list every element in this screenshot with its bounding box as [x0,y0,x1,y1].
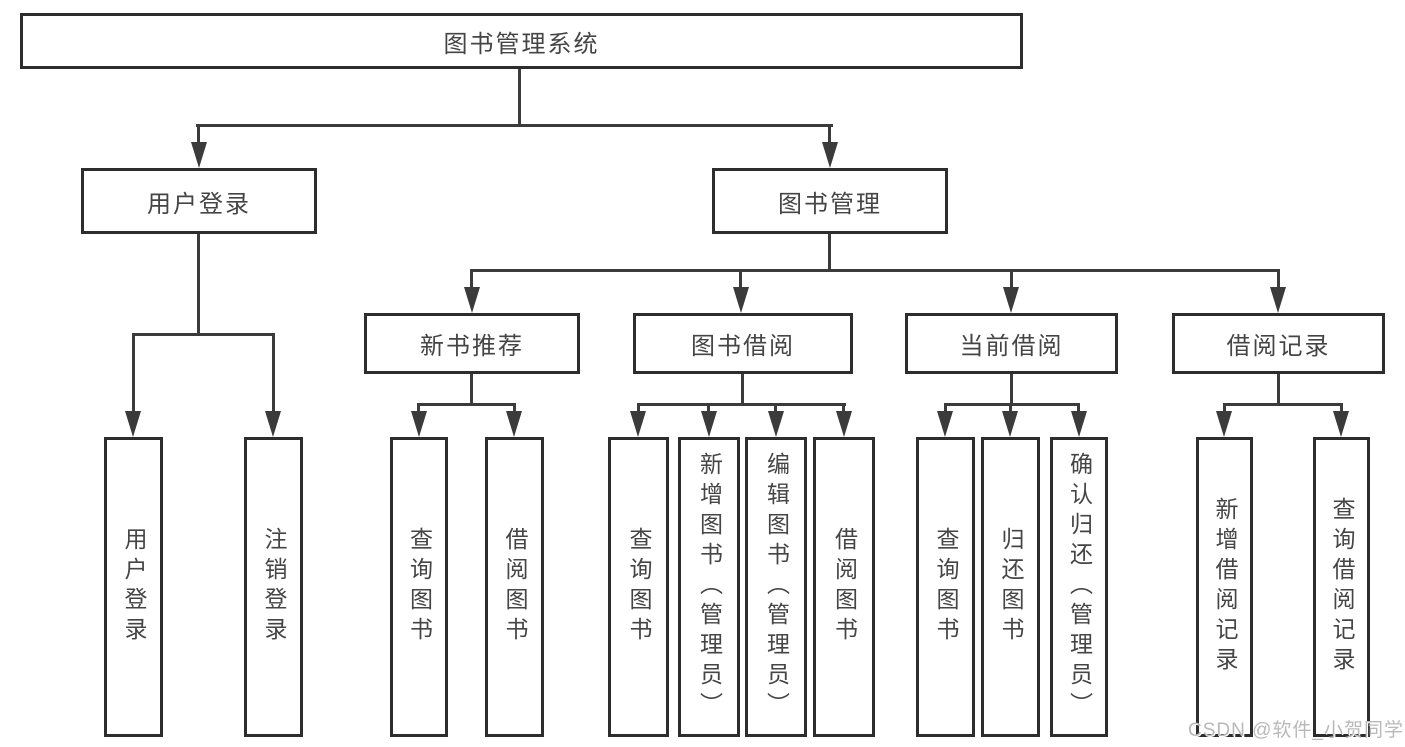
leaf-query-borrow-record: 查询借阅记录 [1313,437,1370,737]
node-book-management: 图书管理 [712,168,948,234]
connector-user-login-drop [197,126,200,144]
arrowhead-add-book [701,411,717,437]
leaf-label: 查询图书 [933,527,959,647]
node-label: 借阅记录 [1226,333,1331,360]
leaf-add-borrow-record: 新增借阅记录 [1196,437,1253,737]
arrowhead-confirm-return [1071,411,1087,437]
node-label: 新书推荐 [420,333,524,360]
connector-book-borrowing-drop [739,272,742,288]
leaf-query-books-3: 查询图书 [916,437,975,737]
connector-drop [944,405,947,413]
arrowhead-user-login [191,142,207,168]
arrowhead-current-borrowing [1003,287,1019,313]
connector-drop [417,405,420,413]
leaf-label: 查询图书 [406,527,433,647]
leaf-label: 借阅图书 [502,527,528,647]
arrowhead-query-books-1 [411,411,427,437]
leaf-label: 归还图书 [998,527,1024,647]
leaf-label: 编辑图书（管理员） [763,452,790,722]
connector-new-book-stem [470,374,473,405]
connector-user-login-bar [132,333,275,336]
node-current-borrowing: 当前借阅 [905,313,1118,374]
node-book-borrowing: 图书借阅 [633,313,853,374]
arrowhead-borrowing-records [1270,287,1286,313]
leaf-label: 用户登录 [121,527,147,647]
arrowhead-book-borrowing [733,287,749,313]
node-label: 用户登录 [147,190,251,218]
connector-current-borrowing-drop [1010,272,1013,288]
connector-level3-bar [470,269,1280,272]
arrowhead-query-books-2 [630,411,646,437]
connector-user-login-stem [197,234,200,334]
leaf-label: 查询图书 [626,527,652,647]
connector-drop [637,405,640,413]
node-user-login: 用户登录 [81,168,317,234]
leaf-edit-book-admin: 编辑图书（管理员） [745,437,807,737]
leaf-add-book-admin: 新增图书（管理员） [678,437,740,737]
leaf-user-login: 用户登录 [104,437,163,737]
leaf-label: 注销登录 [261,527,287,647]
arrowhead-leaf-logout [265,411,281,437]
connector-borrowing-records-stem [1277,374,1280,405]
connector-drop [707,405,710,413]
connector-drop [513,405,516,413]
leaf-label: 新增借阅记录 [1212,497,1238,677]
connector-current-borrowing-bar [944,403,1080,406]
arrowhead-borrow-books-2 [836,411,852,437]
leaf-confirm-return-admin: 确认归还（管理员） [1050,437,1108,737]
connector-root-stem [518,69,521,126]
arrowhead-book-management [822,142,838,168]
leaf-logout: 注销登录 [244,437,303,737]
arrowhead-return-books [1002,411,1018,437]
connector-leaf-logout-drop [272,336,275,412]
leaf-label: 确认归还（管理员） [1066,452,1093,722]
arrowhead-new-book-recommend [464,287,480,313]
connector-book-management-drop [828,126,831,144]
leaf-query-books-2: 查询图书 [608,437,669,737]
connector-drop [774,405,777,413]
connector-current-borrowing-stem [1010,374,1013,405]
connector-leaf-user-login-drop [132,336,135,412]
leaf-label: 借阅图书 [831,527,858,647]
node-new-book-recommend: 新书推荐 [364,313,580,374]
arrowhead-leaf-user-login [125,411,141,437]
leaf-borrow-books-2: 借阅图书 [813,437,875,737]
connector-new-book-bar [417,403,516,406]
connector-book-borrowing-stem [741,374,744,405]
connector-drop [1223,405,1226,413]
connector-drop [1009,405,1012,413]
leaf-label: 新增图书（管理员） [696,452,723,722]
connector-borrowing-records-bar [1223,403,1343,406]
node-label: 当前借阅 [959,333,1064,360]
connector-level2-bar [196,124,833,127]
leaf-borrow-books-1: 借阅图书 [485,437,544,737]
node-label: 图书管理 [778,190,882,218]
leaf-label: 查询借阅记录 [1329,497,1355,677]
connector-book-management-stem [828,234,831,271]
node-borrowing-records: 借阅记录 [1172,313,1385,374]
node-library-management-system: 图书管理系统 [20,13,1023,69]
leaf-query-books-1: 查询图书 [390,437,448,737]
arrowhead-query-books-3 [937,411,953,437]
node-label: 图书借阅 [691,333,795,360]
arrowhead-add-borrow-record [1216,411,1232,437]
connector-new-book-drop [470,272,473,288]
connector-drop [1340,405,1343,413]
connector-drop [1077,405,1080,413]
arrowhead-borrow-books-1 [506,411,522,437]
connector-drop [842,405,845,413]
leaf-return-books: 归还图书 [981,437,1040,737]
arrowhead-edit-book [768,411,784,437]
node-label: 图书管理系统 [443,30,600,58]
arrowhead-query-borrow-record [1333,411,1349,437]
connector-book-borrowing-bar [637,403,846,406]
connector-borrowing-records-drop [1277,272,1280,288]
watermark: CSDN @软件_小贺同学 [1188,720,1404,741]
